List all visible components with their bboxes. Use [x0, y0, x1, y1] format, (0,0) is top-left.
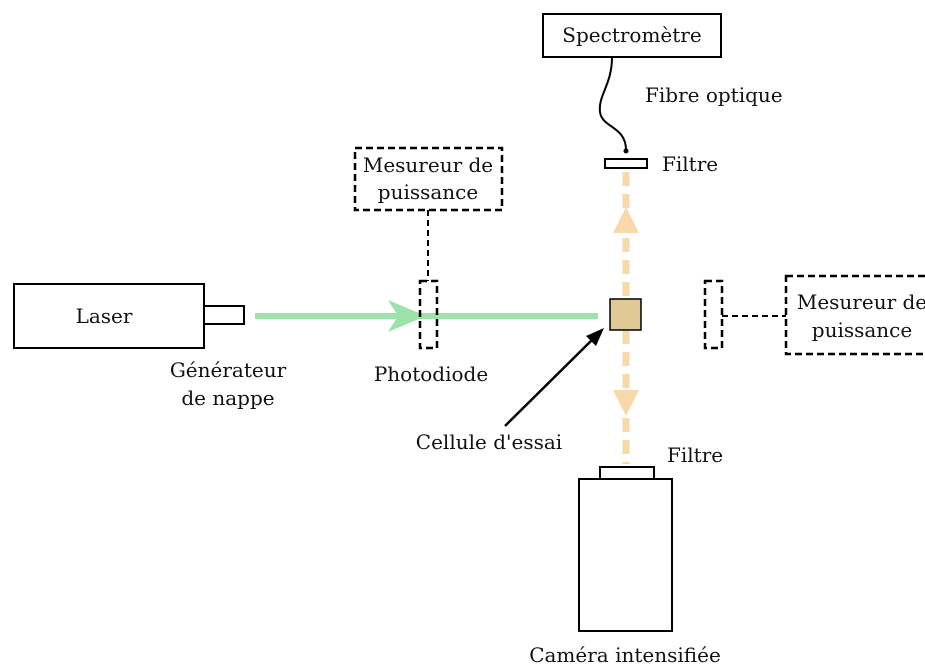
photodiode-label: Photodiode: [374, 362, 488, 386]
spectrometer-box: [542, 13, 722, 58]
sheet-generator-label-line2: de nappe: [181, 386, 274, 410]
power-meter-left-label-line2: puissance: [378, 180, 478, 204]
top-filter-label: Filtre: [662, 152, 718, 176]
power-meter-right-label-line2: puissance: [812, 318, 912, 342]
photodiode: [418, 279, 439, 350]
emission-arrow-up: [613, 207, 639, 233]
test-cell-label: Cellule d'essai: [416, 430, 562, 454]
power-meter-right: Mesureur de puissance: [784, 274, 925, 356]
bottom-filter-label: Filtre: [667, 443, 723, 467]
power-meter-left-label-line1: Mesureur de: [363, 153, 493, 177]
power-meter-left-box: [353, 146, 504, 212]
bottom-filter: [599, 466, 655, 480]
laser-beam-arrow: [388, 300, 426, 332]
optical-fiber-label: Fibre optique: [645, 83, 783, 107]
top-filter: [604, 158, 648, 169]
power-meter-right-label-line1: Mesureur de: [797, 290, 925, 314]
sheet-generator: [203, 305, 245, 325]
emission-arrow-down: [613, 390, 639, 416]
spectrometer-label: Spectromètre: [562, 23, 701, 47]
power-meter-right-box: [784, 274, 925, 356]
test-cell-pointer-head: [586, 328, 604, 346]
laser-label: Laser: [76, 304, 133, 328]
laser: Laser: [13, 283, 245, 349]
camera-label: Caméra intensifiée: [529, 643, 721, 666]
optical-fiber: [598, 56, 627, 151]
right-detector: [703, 279, 724, 350]
laser-body: [13, 283, 205, 349]
intensified-camera: [578, 478, 673, 632]
fiber-tip: [623, 148, 629, 154]
spectrometer: Spectromètre: [542, 13, 722, 58]
power-meter-left: Mesureur de puissance: [353, 146, 504, 212]
sheet-generator-label-line1: Générateur: [170, 358, 287, 382]
test-cell-pointer: [504, 333, 599, 427]
test-cell: [609, 298, 642, 331]
